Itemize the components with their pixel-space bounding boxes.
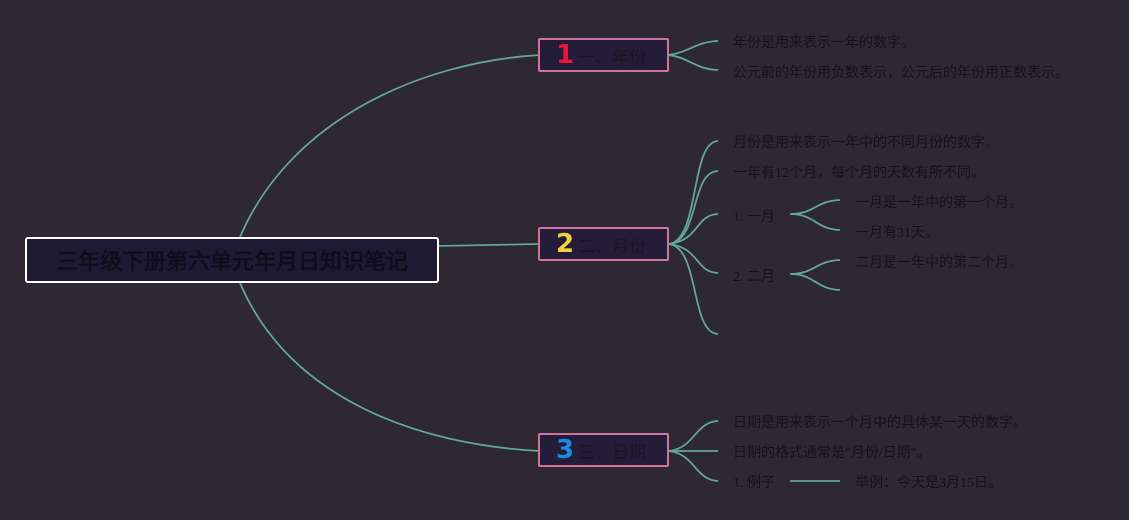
connector-b1-leaf-1 [668, 40, 719, 56]
branch-date[interactable]: 3 三、日期 [538, 433, 669, 467]
branch-label: 二、月份 [578, 236, 647, 257]
connector-b3-leaf-3 [668, 450, 719, 482]
branch-month[interactable]: 2 二、月份 [538, 227, 669, 261]
branch-label: 一、年份 [578, 47, 647, 68]
branch-label: 三、日期 [578, 442, 647, 463]
root-topic[interactable]: 三年级下册第六单元年月日知识笔记 [25, 237, 439, 283]
connector-b1-leaf-2 [668, 54, 719, 71]
number-one-icon: 1 [556, 40, 575, 70]
leaf-month-2[interactable]: 一年有12个月，每个月的天数有所不同。 [733, 166, 985, 181]
connector-root-branch-2 [436, 243, 541, 247]
number-three-icon: 3 [556, 435, 575, 465]
leaf-date-2[interactable]: 日期的格式通常是"月份/日期"。 [733, 446, 931, 461]
connector-b3-leaf-1 [668, 420, 719, 452]
root-title: 三年级下册第六单元年月日知识笔记 [55, 250, 408, 275]
leaf-example-sub[interactable]: 举例：今天是3月15日。 [855, 476, 1002, 491]
leaf-date-1[interactable]: 日期是用来表示一个月中的具体某一天的数字。 [733, 416, 1027, 431]
leaf-year-2[interactable]: 公元前的年份用负数表示，公元后的年份用正数表示。 [733, 66, 1069, 81]
branch-year[interactable]: 1 一、年份 [538, 38, 669, 72]
connector-b2-leaf-1 [668, 140, 719, 245]
leaf-jan-sub-2[interactable]: 一月有31天。 [855, 226, 939, 241]
leaf-feb-sub-1[interactable]: 二月是一年中的第二个月。 [855, 256, 1023, 271]
connector-b2-leaf-2 [668, 170, 719, 245]
connector-feb-sub-1 [789, 259, 841, 275]
connector-b2-leaf-5 [668, 243, 719, 335]
connector-b2-leaf-3 [668, 213, 719, 245]
leaf-month-1[interactable]: 月份是用来表示一年中的不同月份的数字。 [733, 136, 999, 151]
connector-jan-sub-1 [789, 199, 841, 215]
leaf-month-january[interactable]: 1. 一月 [733, 210, 775, 225]
connector-root-branch-3 [239, 282, 541, 452]
connector-jan-sub-2 [789, 213, 841, 231]
leaf-jan-sub-1[interactable]: 一月是一年中的第一个月。 [855, 196, 1023, 211]
leaf-month-february[interactable]: 2. 二月 [733, 270, 775, 285]
number-two-icon: 2 [556, 229, 575, 259]
connector-root-branch-1 [239, 54, 541, 238]
connector-feb-sub-2 [789, 273, 841, 291]
leaf-date-example[interactable]: 1. 例子 [733, 476, 775, 491]
leaf-year-1[interactable]: 年份是用来表示一年的数字。 [733, 36, 915, 51]
connector-b2-leaf-4 [668, 243, 719, 274]
